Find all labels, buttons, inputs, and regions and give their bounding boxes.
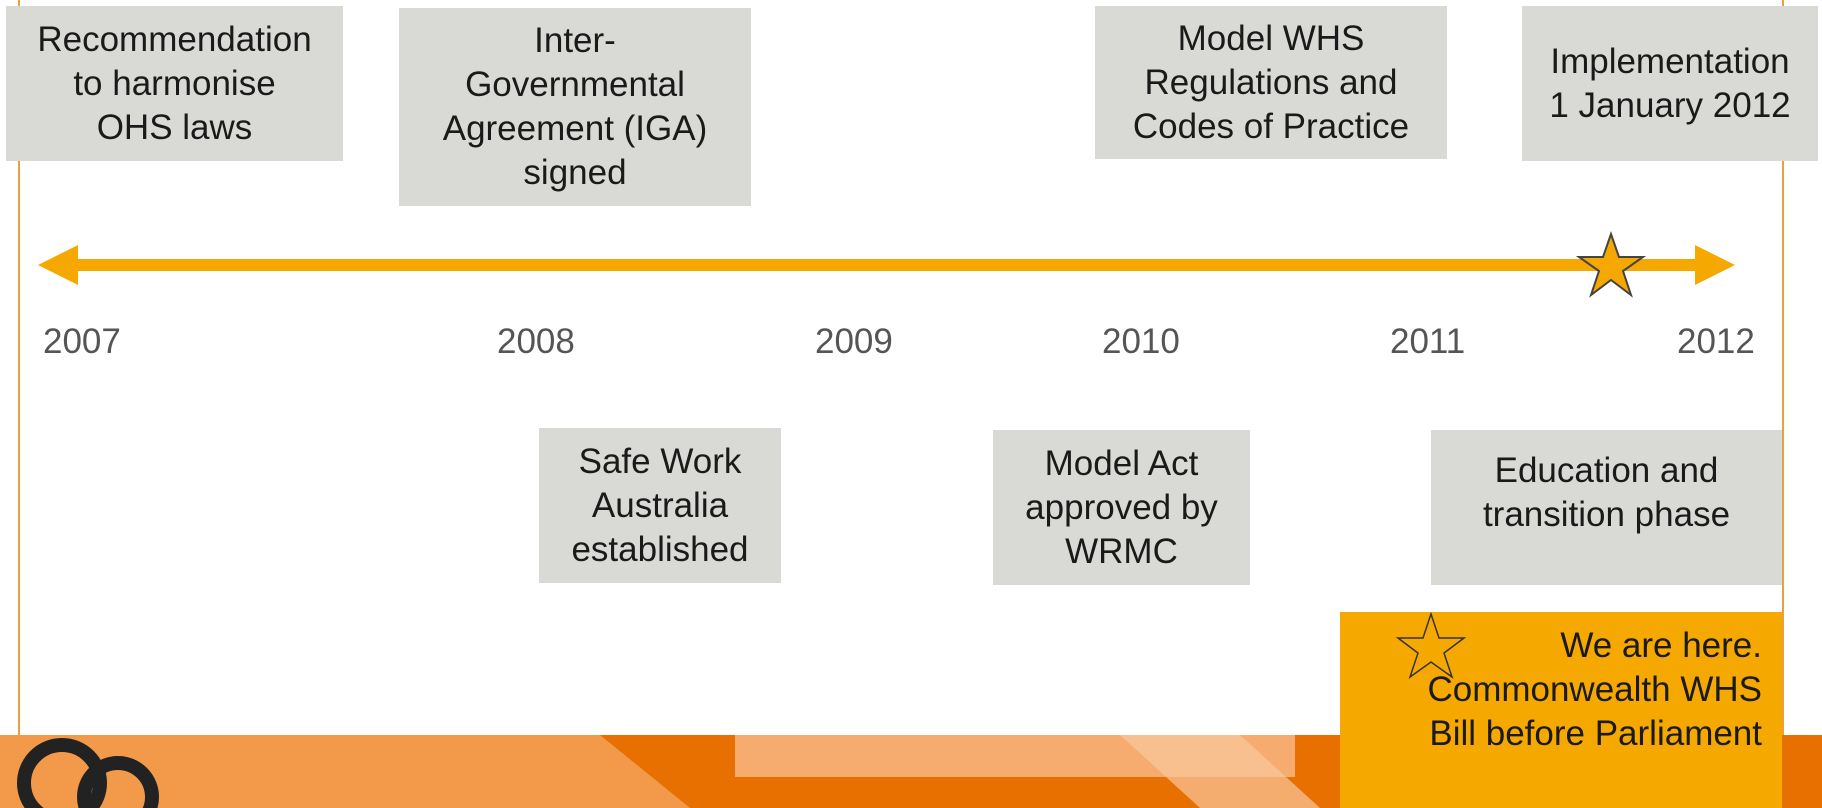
event-box-recommendation: Recommendation to harmonise OHS laws [6, 6, 343, 161]
current-status-callout: We are here. Commonwealth WHS Bill befor… [1340, 612, 1782, 808]
year-label-2007: 2007 [43, 322, 121, 361]
logo-icon [17, 738, 159, 808]
event-box-implementation: Implementation 1 January 2012 [1522, 6, 1818, 161]
year-label-2011: 2011 [1390, 322, 1466, 361]
callout-text: We are here. Commonwealth WHS Bill befor… [1427, 626, 1762, 753]
timeline-arrow [38, 230, 1735, 298]
year-label-2008: 2008 [497, 322, 575, 361]
year-label-2010: 2010 [1102, 322, 1180, 361]
year-label-2009: 2009 [815, 322, 893, 361]
event-box-safe-work-australia: Safe Work Australia established [539, 428, 781, 583]
right-border-line [1782, 0, 1784, 745]
left-border-line [18, 0, 20, 745]
event-box-iga: Inter- Governmental Agreement (IGA) sign… [399, 8, 751, 206]
event-box-model-act: Model Act approved by WRMC [993, 430, 1250, 585]
event-box-model-regulations: Model WHS Regulations and Codes of Pract… [1095, 6, 1447, 159]
event-box-education-transition: Education and transition phase [1431, 430, 1782, 585]
star-icon [1575, 230, 1647, 298]
star-outline-icon [1396, 612, 1466, 679]
year-label-2012: 2012 [1677, 322, 1755, 361]
